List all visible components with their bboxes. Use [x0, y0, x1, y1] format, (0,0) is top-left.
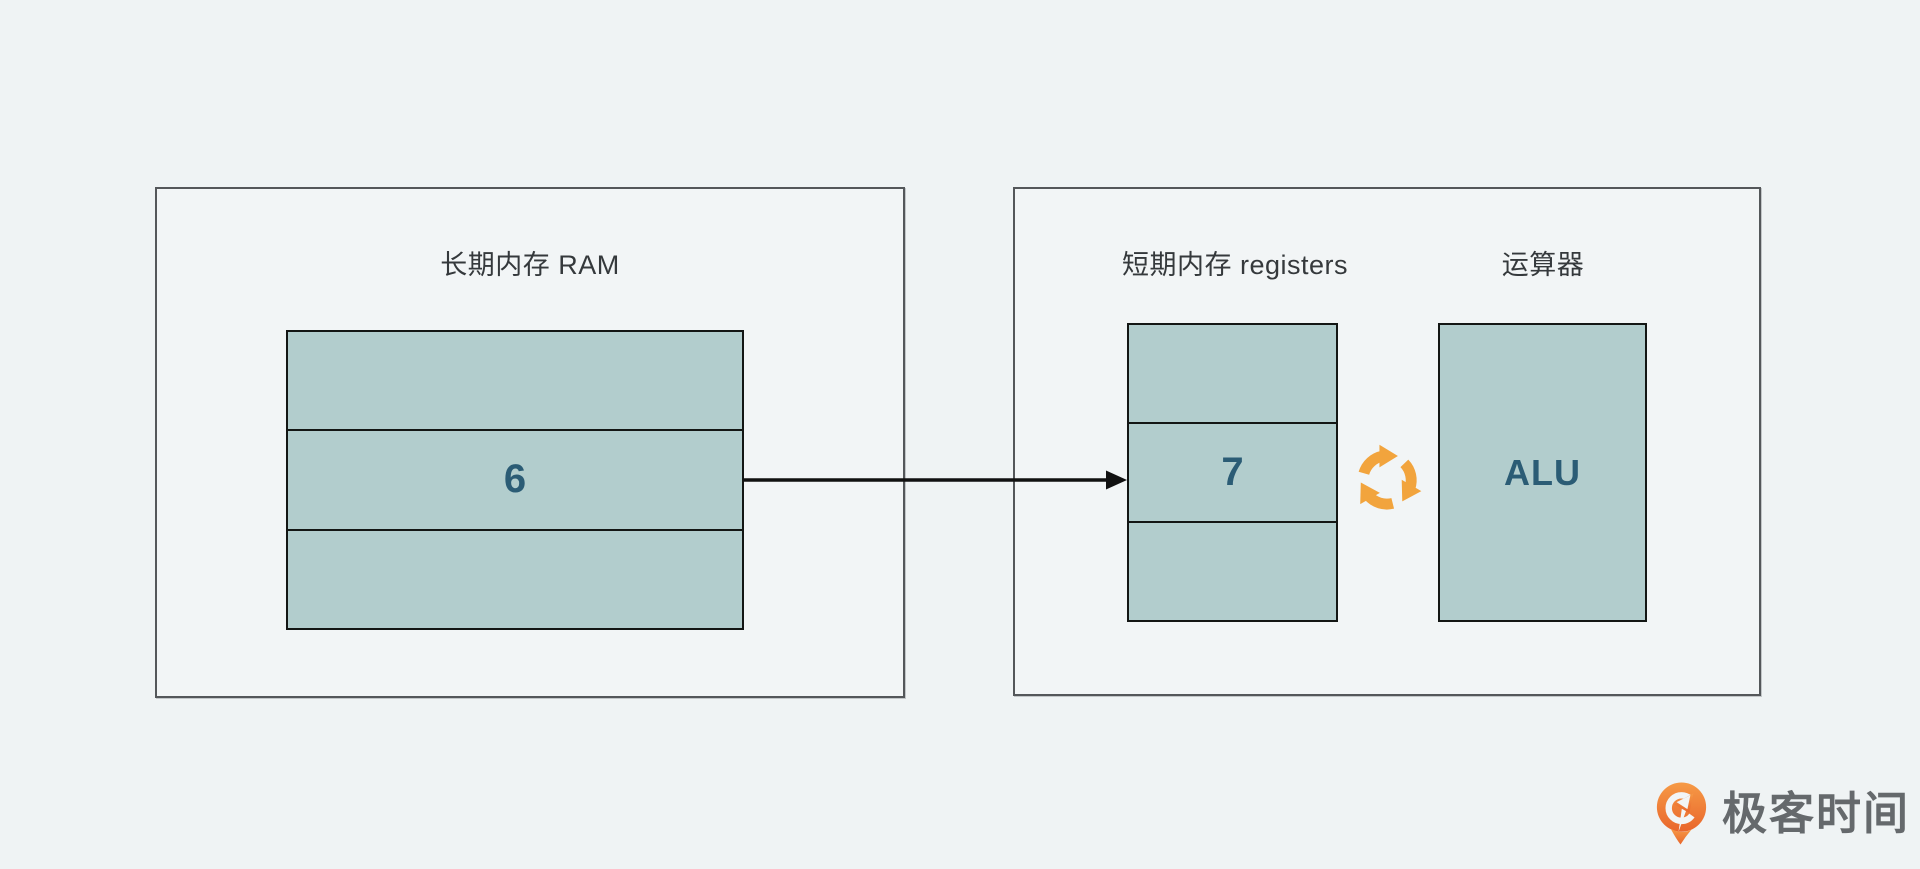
alu-unit-title: 运算器	[1501, 250, 1585, 280]
ram-cell-1: 6	[288, 429, 742, 529]
geektime-logo: 极客时间	[1650, 780, 1910, 846]
ram-panel-title: 长期内存 RAM	[440, 250, 620, 280]
data-transfer-arrow	[743, 470, 1127, 490]
sync-cycle-icon	[1358, 444, 1422, 510]
registers-stack: 7	[1127, 323, 1338, 622]
register-cell-2	[1129, 521, 1336, 620]
ram-cell-2	[288, 528, 742, 628]
registers-title: 短期内存 registers	[1121, 250, 1349, 280]
ram-cell-0	[288, 332, 742, 430]
alu-box: ALU	[1438, 323, 1647, 622]
register-cell-0	[1129, 325, 1336, 422]
register-cell-1: 7	[1129, 422, 1336, 521]
ram-memory-stack: 6	[286, 330, 744, 630]
geektime-logo-icon	[1656, 782, 1707, 845]
geektime-logo-text: 极客时间	[1722, 787, 1911, 839]
alu-label: ALU	[1504, 451, 1581, 493]
